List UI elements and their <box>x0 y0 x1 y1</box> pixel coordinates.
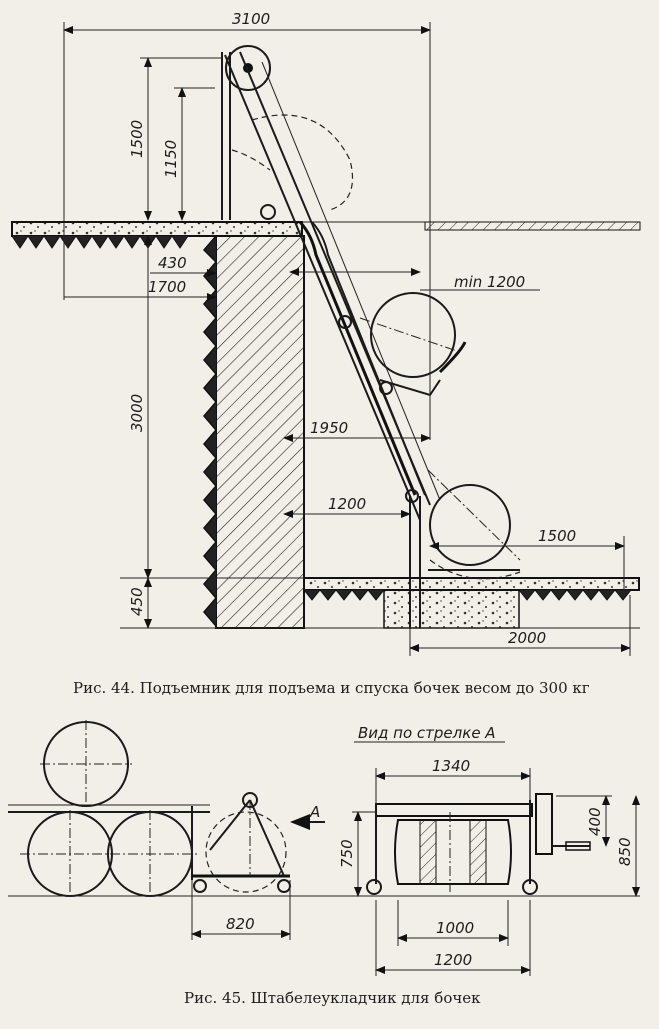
rail <box>298 220 417 496</box>
dim-1000: 1000 <box>436 919 474 937</box>
dim-820: 820 <box>226 915 255 933</box>
dim-1200: 1200 <box>328 495 366 513</box>
dim-450: 450 <box>128 587 146 616</box>
crank-handle[interactable] <box>565 841 591 851</box>
lower-pit <box>383 589 520 629</box>
dim-1950: 1950 <box>310 419 348 437</box>
fig45-caption: Рис. 45. Штабелеукладчик для бочек <box>184 989 481 1007</box>
upper-floor-right <box>424 221 641 231</box>
barrel-mid <box>370 292 456 378</box>
dim-3100: 3100 <box>232 10 270 28</box>
dim-2000: 2000 <box>508 629 546 647</box>
dim-3000: 3000 <box>128 394 146 432</box>
dim-1500-lower: 1500 <box>538 527 576 545</box>
fig45-front-view: Вид по стрелке А 1340 400 850 750 1000 <box>330 724 640 976</box>
lower-floor-slab <box>303 577 640 591</box>
dim-750: 750 <box>338 839 356 868</box>
dim-850: 850 <box>616 837 634 866</box>
dim-1200-bottom: 1200 <box>434 951 472 969</box>
dim-1500: 1500 <box>128 120 146 158</box>
dim-430: 430 <box>158 254 187 272</box>
dim-1700: 1700 <box>148 278 186 296</box>
view-label: Вид по стрелке А <box>358 724 496 742</box>
dim-1340: 1340 <box>432 757 470 775</box>
barrel-bottom <box>429 484 511 566</box>
fig44-drawing: 3100 1500 1150 430 1700 min 1200 3000 19… <box>11 10 641 697</box>
top-pulley <box>225 45 271 91</box>
upper-floor-slab <box>11 221 303 237</box>
retaining-wall <box>215 235 305 629</box>
fig45-side-view: А 820 <box>8 720 330 940</box>
arrow-a-label: А <box>309 803 320 821</box>
winch <box>535 793 553 855</box>
dim-1150: 1150 <box>162 140 180 178</box>
dim-min-1200: min 1200 <box>454 273 525 291</box>
barrel-front <box>394 819 512 885</box>
fig44-caption: Рис. 44. Подъемник для подъема и спуска … <box>73 679 590 697</box>
dim-400: 400 <box>586 807 604 836</box>
